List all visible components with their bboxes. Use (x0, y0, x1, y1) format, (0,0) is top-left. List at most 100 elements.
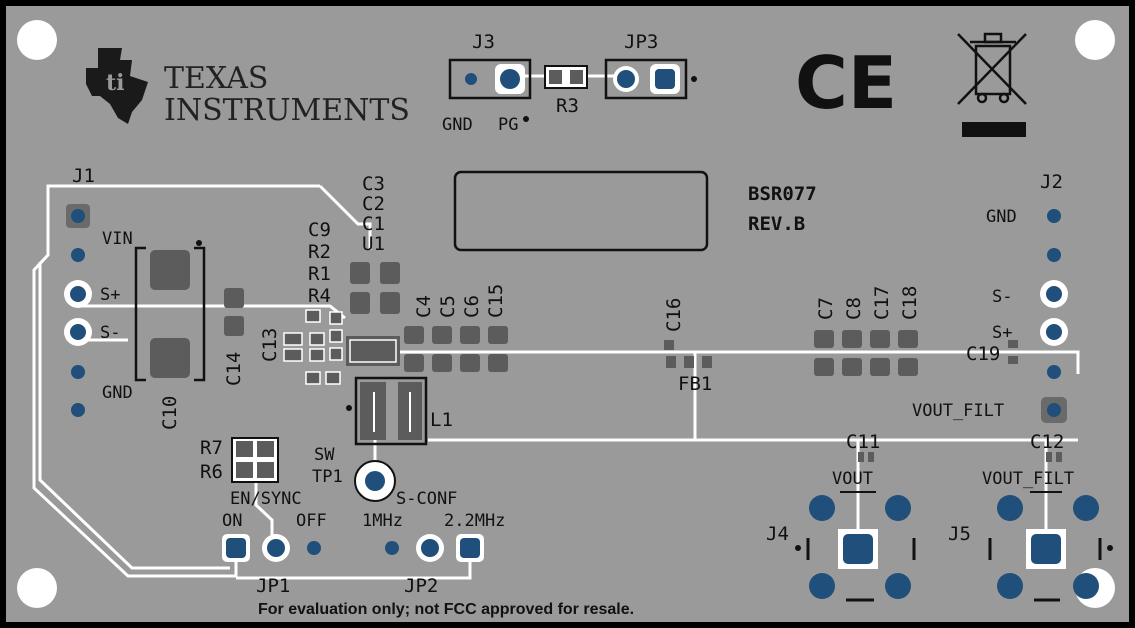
j3-ref: J3 (472, 31, 495, 53)
j3-pin-pg[interactable] (500, 69, 520, 89)
jp1-left-label: ON (222, 511, 242, 531)
j2-pin[interactable] (1047, 248, 1061, 262)
r2-ref: R2 (308, 241, 331, 263)
c10-body (134, 246, 206, 382)
pin1-dot (523, 116, 529, 122)
c16-ref: C16 (663, 298, 685, 332)
ti-logo-ti-mark: ti (106, 70, 125, 96)
c5-ref: C5 (437, 295, 459, 318)
output-caps (814, 330, 918, 376)
c12-pad (1046, 452, 1052, 462)
j4-ref: J4 (766, 523, 789, 545)
r3-pad (570, 70, 583, 84)
fb1-pad (702, 356, 712, 368)
jp2-pin1[interactable] (385, 541, 399, 555)
r3-ref: R3 (556, 95, 579, 117)
c13-ref: C13 (259, 328, 281, 362)
jp2-pin3[interactable] (460, 538, 480, 558)
fb1-pad (666, 356, 676, 368)
c15-ref: C15 (485, 284, 507, 318)
mounting-hole (17, 20, 57, 60)
c16-pad (664, 340, 674, 350)
j5-label: VOUT_FILT (982, 469, 1074, 489)
logo-line1: TEXAS (164, 61, 268, 96)
tp1-ref: TP1 (312, 467, 343, 487)
r4-ref: R4 (308, 285, 331, 307)
c12-pad (1056, 452, 1062, 462)
c4-ref: C4 (413, 295, 435, 318)
j1-pin-s-plus[interactable] (70, 286, 86, 302)
j1-pin-s-minus[interactable] (70, 324, 86, 340)
c8-ref: C8 (843, 297, 865, 320)
jp2-ref: JP2 (404, 575, 438, 597)
pin1-dot (691, 76, 697, 82)
tp1-label: SW (314, 445, 335, 465)
r3-pad (549, 70, 562, 84)
c9-ref: C9 (308, 219, 331, 241)
j4-center-pin[interactable] (843, 534, 873, 564)
r6-ref: R6 (200, 461, 223, 483)
ce-mark: CE (795, 41, 897, 125)
j2-pin[interactable] (1047, 365, 1061, 379)
c19-ref: C19 (966, 343, 1000, 365)
ti-logo: ti TEXAS INSTRUMENTS (86, 48, 410, 128)
j1-pin-gnd-label: GND (102, 383, 133, 403)
j5-sma (988, 495, 1113, 602)
mounting-hole (1075, 20, 1115, 60)
c14-ref: C14 (223, 352, 245, 386)
j1-pin[interactable] (71, 365, 85, 379)
j5-ref: J5 (948, 523, 971, 545)
j3-outline (448, 58, 532, 100)
c11-pad (868, 452, 874, 462)
c12-ref: C12 (1030, 431, 1064, 453)
board-surface (6, 6, 1129, 622)
j5-center-pin[interactable] (1031, 534, 1061, 564)
jp3-pin1[interactable] (617, 70, 635, 88)
j1-pin-s-minus-label: S- (100, 323, 120, 343)
j1-pin[interactable] (71, 403, 85, 417)
c17-ref: C17 (871, 286, 893, 320)
r1-ref: R1 (308, 263, 331, 285)
j2-pin-s-plus[interactable] (1046, 324, 1062, 340)
weee-bar (962, 122, 1026, 137)
j2-pin[interactable] (1047, 209, 1061, 223)
j2-pin-vout-filt-label: VOUT_FILT (912, 401, 1004, 421)
ti-logo-icon (86, 48, 148, 124)
j1-pin[interactable] (71, 248, 85, 262)
j3-pin-gnd[interactable] (465, 73, 477, 85)
jp1-pin2[interactable] (267, 539, 285, 557)
fb1-pad (684, 356, 694, 368)
jp1-pin1[interactable] (226, 538, 246, 558)
j2-pin-gnd-label: GND (986, 207, 1017, 227)
pin1-dot (196, 240, 202, 246)
u1-chip (346, 336, 400, 366)
c11-ref: C11 (846, 431, 880, 453)
c6-ref: C6 (461, 295, 483, 318)
tp1-pad[interactable] (365, 471, 385, 491)
jp1-ref: JP1 (256, 575, 290, 597)
j2-pin-s-minus[interactable] (1046, 286, 1062, 302)
j2-pin-dot (1047, 403, 1061, 417)
jp1-title: EN/SYNC (230, 489, 302, 509)
j1-pin-s-plus-label: S+ (100, 285, 120, 305)
jp3-pin2[interactable] (655, 69, 675, 89)
c2-ref: C2 (362, 193, 385, 215)
jp3-ref: JP3 (624, 31, 658, 53)
c14-pad (224, 316, 244, 336)
j2-ref: J2 (1040, 171, 1063, 193)
r6-r7 (231, 437, 279, 483)
j3-pin-gnd-label: GND (442, 115, 473, 135)
footer-note: For evaluation only; not FCC approved fo… (258, 601, 634, 618)
fb1-ref: FB1 (678, 373, 712, 395)
jp2-title: S-CONF (396, 489, 457, 509)
c19-pad (1008, 340, 1018, 348)
jp1-pin3[interactable] (307, 541, 321, 555)
u1-caps (350, 262, 400, 314)
jp2-left-label: 1MHz (362, 511, 403, 531)
input-caps (404, 326, 508, 372)
c3-ref: C3 (362, 173, 385, 195)
c18-ref: C18 (899, 286, 921, 320)
j4-sma (795, 495, 916, 602)
jp2-pin2[interactable] (421, 539, 439, 557)
